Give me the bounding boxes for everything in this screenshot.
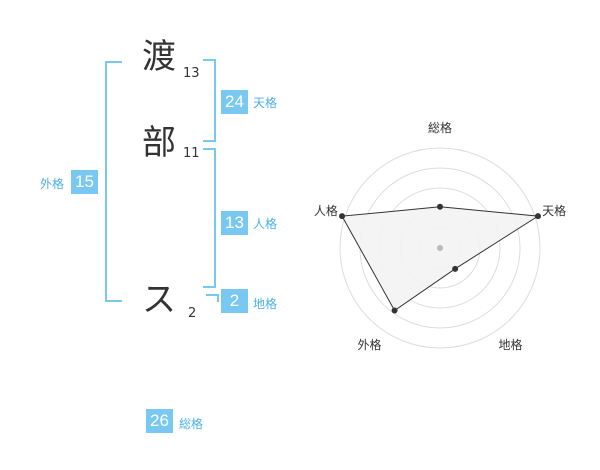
radar-axis-label-3: 地格 — [499, 337, 523, 352]
gaikaku-bracket — [105, 61, 122, 302]
radar-grid-ring — [339, 147, 541, 349]
tenkaku-bracket — [203, 59, 216, 142]
radar-axis-label-5: 人格 — [314, 203, 338, 218]
name-char-3: ス — [142, 280, 176, 320]
radar-center-dot — [437, 245, 443, 251]
name-char-3-strokes: 2 — [188, 306, 197, 321]
gaikaku-label: 外格 — [40, 177, 65, 191]
chikaku-bracket — [206, 294, 219, 302]
tenkaku-label: 天格 — [253, 96, 278, 110]
radar-axis-label-2: 天格 — [542, 203, 566, 218]
name-char-2-strokes: 11 — [183, 146, 200, 161]
radar-point-3 — [452, 265, 459, 272]
gaikaku-value: 15 — [71, 170, 98, 194]
radar-axis-label-4: 外格 — [357, 337, 381, 352]
chikaku-label: 地格 — [253, 297, 278, 311]
jinkaku-bracket — [203, 148, 216, 288]
name-char-2: 部 — [142, 123, 176, 163]
name-char-1: 渡 — [142, 37, 176, 77]
radar-axis-label-1: 総格 — [428, 120, 452, 135]
name-char-1-strokes: 13 — [183, 66, 200, 81]
soukaku-label: 総格 — [179, 417, 204, 431]
radar-point-5 — [339, 213, 346, 220]
chikaku-value: 2 — [221, 289, 248, 313]
tenkaku-value: 24 — [221, 90, 248, 114]
jinkaku-value: 13 — [221, 211, 248, 235]
soukaku-value: 26 — [146, 409, 173, 433]
radar-point-1 — [437, 203, 443, 210]
jinkaku-label: 人格 — [253, 217, 278, 231]
radar-point-4 — [391, 307, 398, 314]
radar-series-polygon — [341, 206, 540, 312]
radar-point-2 — [534, 213, 541, 220]
